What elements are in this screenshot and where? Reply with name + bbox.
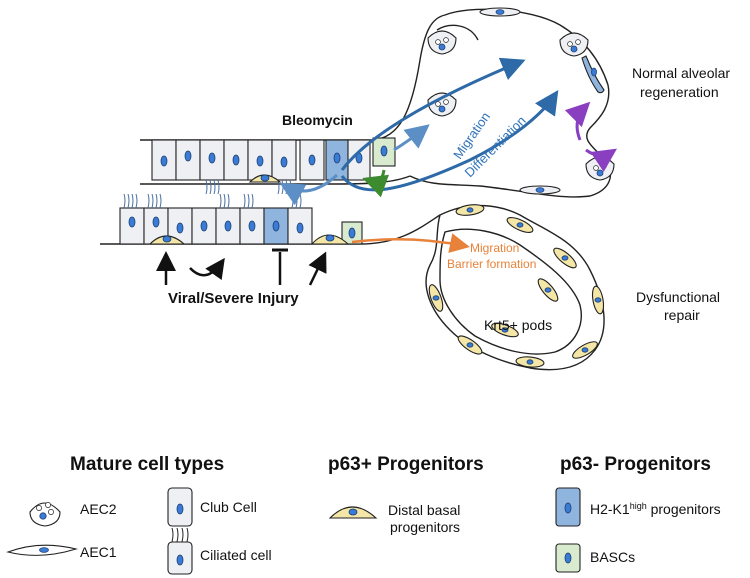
purple-arrow-up (564, 101, 591, 141)
legend-p63neg-title: p63- Progenitors (560, 454, 711, 475)
aec1-cell (519, 185, 561, 195)
cilia (123, 193, 302, 209)
aec2-cell (427, 30, 457, 55)
legend-mature-title: Mature cell types (70, 454, 224, 475)
basal-pod-cells (428, 204, 605, 368)
dysfunctional-line1: Dysfunctional (636, 289, 720, 305)
krt5-pods (425, 204, 605, 371)
legend-p63pos-title: p63+ Progenitors (328, 454, 484, 475)
dysfunctional-line2: repair (664, 307, 700, 323)
legend-aec2-label: AEC2 (80, 501, 117, 517)
legend-basc-icon (555, 543, 581, 573)
arrows (156, 57, 617, 286)
aec1-cell (479, 7, 521, 17)
normal-regeneration-line1: Normal alveolar (632, 65, 730, 81)
legend-basal-line2: progenitors (390, 519, 460, 535)
barrier-formation-label: Barrier formation (447, 257, 536, 271)
legend-aec1-icon (6, 544, 79, 556)
legend-ciliated-label: Ciliated cell (200, 547, 272, 563)
legend-club-icon (167, 487, 193, 527)
aec1-cell (581, 55, 605, 94)
legend-club-label: Club Cell (200, 499, 257, 515)
lower-airway-epithelium (100, 193, 441, 245)
black-arrow-2 (189, 257, 225, 281)
legend-ciliated-icon (167, 527, 193, 575)
inhibition-mark (272, 248, 288, 285)
orange-migration-label: Migration (470, 241, 519, 255)
black-arrow-3 (308, 251, 327, 286)
legend-h2k1-icon (555, 487, 581, 527)
purple-arrow-down (585, 148, 617, 172)
basc-arrow (362, 169, 389, 198)
legend-basal-icon (328, 506, 378, 519)
legend: Mature cell types p63+ Progenitors p63- … (6, 454, 721, 575)
aec2-cell (427, 92, 457, 117)
aec2-cell (559, 32, 589, 57)
bleomycin-label: Bleomycin (282, 112, 353, 128)
legend-aec1-label: AEC1 (80, 544, 117, 560)
aec2-arrow (393, 124, 430, 152)
krt5-pods-label: Krt5+ pods (484, 317, 552, 333)
upper-airway-epithelium (140, 14, 446, 195)
viral-injury-label: Viral/Severe Injury (168, 290, 299, 307)
migration-arrow (340, 57, 526, 171)
legend-basc-label: BASCs (590, 549, 635, 565)
legend-basal-line1: Distal basal (388, 502, 460, 518)
orange-arrow (351, 233, 470, 253)
legend-h2k1-label: H2-K1high progenitors (590, 501, 721, 517)
return-arrow (279, 173, 339, 206)
alveolus-normal (409, 7, 615, 198)
legend-aec2-icon (29, 502, 61, 527)
normal-regeneration-line2: regeneration (640, 84, 719, 100)
